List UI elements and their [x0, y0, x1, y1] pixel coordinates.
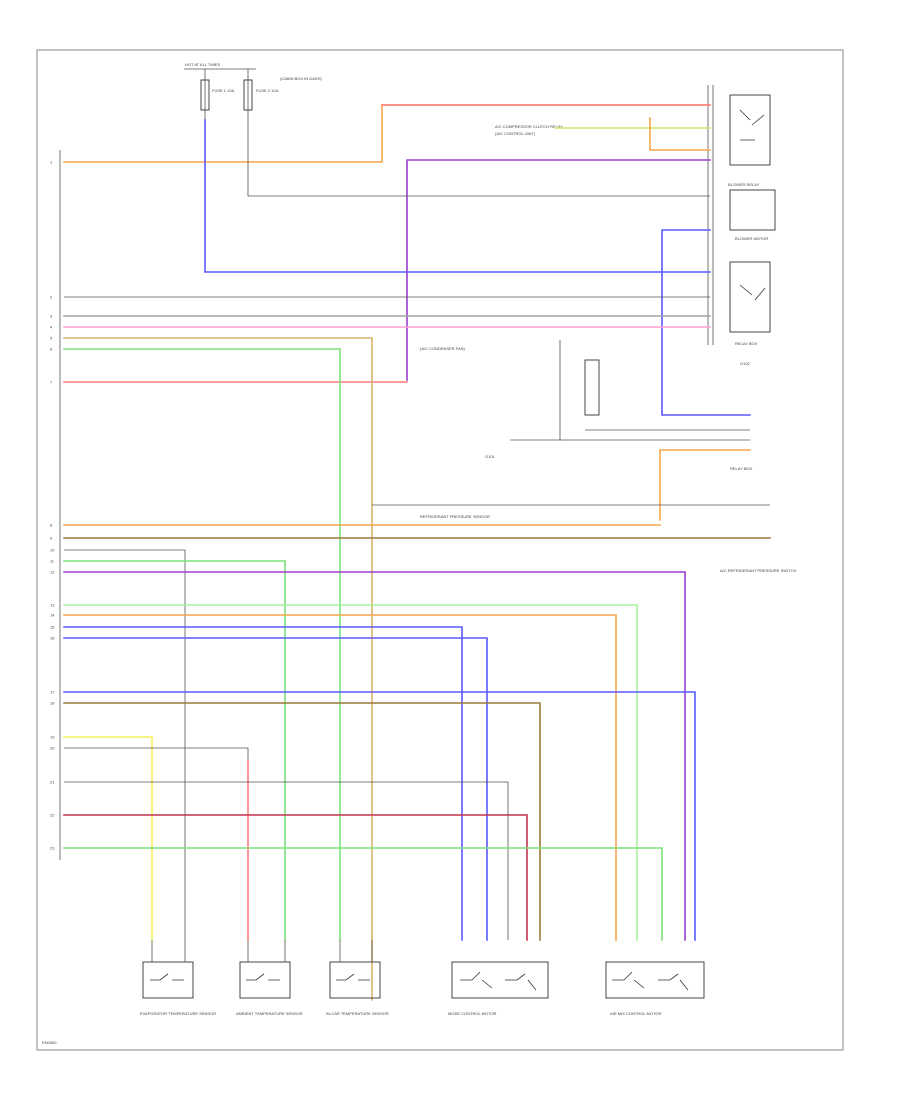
bottom-component-3-label: IN-CAR TEMPERATURE SENSOR [326, 1011, 389, 1016]
connector-pin-label: 20 [50, 746, 55, 751]
ac-relay-box [729, 94, 771, 166]
wire-orange-top [63, 104, 711, 163]
connector-pin-label: 5 [50, 336, 53, 341]
connector-pin-label: 15 [50, 625, 55, 630]
connector-pin-label: 9 [50, 536, 53, 541]
bottom-component-4-label: MODE CONTROL MOTOR [448, 1011, 497, 1016]
sensor-note-lower: REFRIGERANT PRESSURE SENSOR [420, 514, 490, 519]
connector-pin-label: 11 [50, 559, 55, 564]
top-fuse-label: HOT AT ALL TIMES [185, 62, 220, 67]
blower-relay-label: BLOWER RELAY [728, 182, 760, 187]
fuse-1 [200, 79, 210, 111]
blower-relay-box [729, 261, 771, 333]
wire-yellow-j [63, 736, 153, 941]
sensor-wire [510, 340, 561, 441]
connector-pin-label: 12 [50, 570, 55, 575]
wire-orange-loop [649, 117, 711, 151]
relay-note: (A/C CONTROL UNIT) [495, 131, 536, 136]
connector-pin-label: 6 [50, 347, 53, 352]
connector-pin-label: 10 [50, 548, 55, 553]
bottom-component-2: AMBIENT TEMPERATURE SENSOR [236, 940, 303, 1016]
right-box-2: RELAY BOX [730, 466, 753, 471]
fuse-1-label: FUSE 1 10A [212, 88, 235, 93]
wire-green-5 [63, 348, 341, 941]
bottom-component-1: EVAPORATOR TEMPERATURE SENSOR [140, 940, 216, 1016]
right-label-lower: A/C REFRIGERANT PRESSURE SWITCH [720, 568, 796, 573]
ground-label-1: G101 [485, 454, 496, 459]
connector-pin-label: 23 [50, 846, 55, 851]
right-box-1: RELAY BOX [735, 341, 758, 346]
wire-orange-e [63, 614, 617, 941]
connector-pin-label: 16 [50, 636, 55, 641]
connector-pin-label: 4 [50, 325, 53, 330]
wire-purple-c [63, 571, 686, 941]
wire-blue-g [63, 637, 488, 941]
condenser-fan-switch [584, 359, 600, 416]
wire-blue-f [63, 626, 463, 941]
ground-label-2: G102 [740, 361, 751, 366]
footer-code: EN0060 [42, 1040, 57, 1045]
wire-green-b [63, 560, 286, 941]
connector-pin-label: 2 [50, 295, 53, 300]
wire-gray-top [247, 120, 710, 197]
connector-pin-label: 22 [50, 813, 55, 818]
wire-purple-top [406, 159, 711, 381]
fuse-2-label: FUSE 2 10A [256, 88, 279, 93]
wire-brown-i [63, 702, 541, 941]
connector-pin-label: 18 [50, 701, 55, 706]
connector-pin-label: 17 [50, 690, 55, 695]
wire-green-d [63, 604, 638, 941]
bottom-component-4: MODE CONTROL MOTOR [448, 961, 549, 1016]
connector-pin-label: 8 [50, 523, 53, 528]
relay-label: A/C COMPRESSOR CLUTCH RELAY [495, 124, 563, 129]
blower-motor-box [729, 189, 776, 231]
connector-pin-label: 14 [50, 613, 55, 618]
connector-pin-label: 3 [50, 314, 53, 319]
wire-blue-top [204, 119, 711, 273]
bottom-component-5: AIR MIX CONTROL MOTOR [605, 961, 705, 1016]
wire-white-l [64, 781, 509, 940]
fuse-2 [243, 79, 253, 111]
diagram-frame [36, 49, 844, 1051]
bottom-component-3: IN-CAR TEMPERATURE SENSOR [326, 940, 389, 1016]
connector-pin-label: 13 [50, 603, 55, 608]
wire-gray-a [64, 549, 186, 940]
connector-pin-label: 1 [50, 160, 53, 165]
wire-blue-right [661, 229, 751, 416]
relay-contacts [739, 109, 765, 141]
connector-pin-label: 19 [50, 735, 55, 740]
wire-orange-right [659, 449, 751, 521]
top-fuse-note: (CABIN BOX IN DASH) [280, 76, 322, 81]
bottom-component-5-label: AIR MIX CONTROL MOTOR [610, 1011, 661, 1016]
connector-pin-label: 21 [50, 780, 55, 785]
wire-blue-h [63, 691, 696, 941]
bottom-component-1-label: EVAPORATOR TEMPERATURE SENSOR [140, 1011, 216, 1016]
wire-maroon-m [63, 814, 528, 941]
connector-pin-label: 7 [50, 380, 53, 385]
sensor-note-center: (A/C CONDENSER FAN) [420, 346, 466, 351]
wire-white-k [64, 747, 249, 760]
bottom-component-2-label: AMBIENT TEMPERATURE SENSOR [236, 1011, 303, 1016]
wire-tan-4 [63, 337, 373, 1001]
blower-relay-contacts [739, 284, 766, 301]
wire-green-n [63, 847, 663, 941]
blower-label: BLOWER MOTOR [735, 236, 768, 241]
